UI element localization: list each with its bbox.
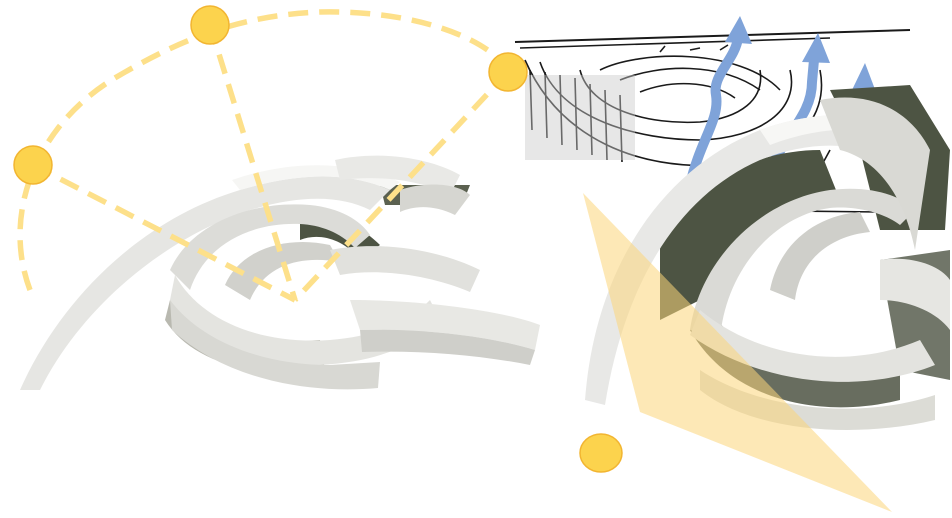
left-panel (14, 6, 540, 390)
sun-icon (580, 434, 622, 472)
sketch-hatching (525, 75, 635, 160)
right-arc-wall (330, 246, 480, 292)
sun-icon (191, 6, 229, 44)
right-panel (515, 16, 950, 512)
sun-icon (489, 53, 527, 91)
sun-icon (14, 146, 52, 184)
inner-arc-wall (770, 212, 870, 300)
left-form-arcs (20, 156, 540, 390)
